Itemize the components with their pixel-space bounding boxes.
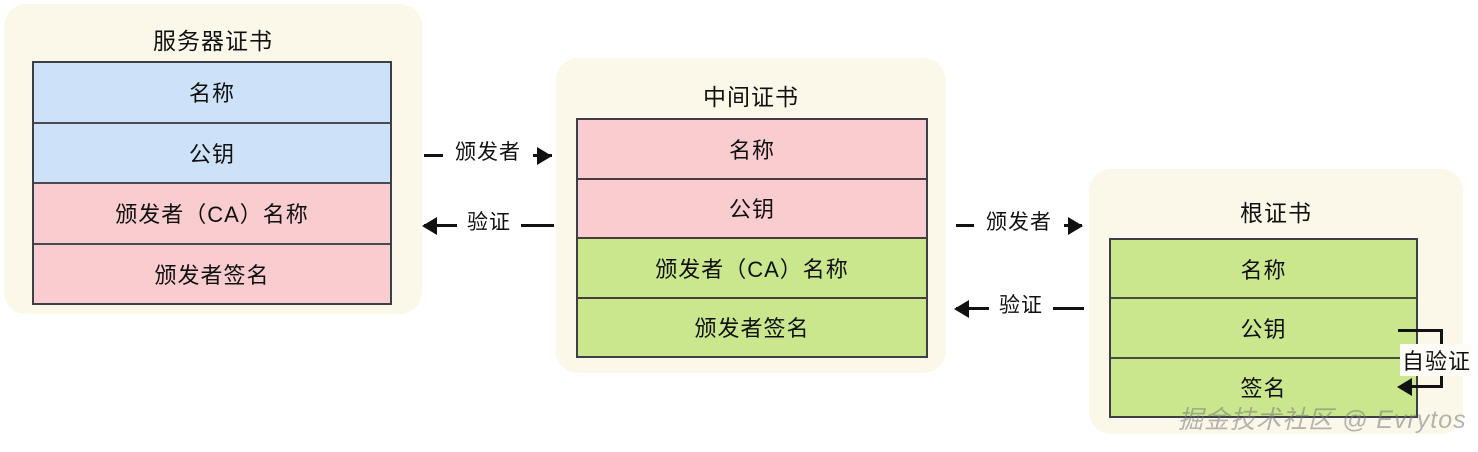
cert-row-name: 名称 xyxy=(34,63,390,124)
cert-row-public-key: 公钥 xyxy=(1111,299,1416,359)
arrow-right-icon xyxy=(537,147,552,165)
cert-row-label: 签名 xyxy=(1240,376,1287,402)
loop-segment-top xyxy=(1398,329,1443,332)
cert-row-label: 公钥 xyxy=(188,141,235,167)
cert-row-public-key: 公钥 xyxy=(578,179,926,239)
cert-row-label: 公钥 xyxy=(728,197,775,223)
card-title-server-certificate: 服务器证书 xyxy=(153,28,273,54)
cert-row-label: 名称 xyxy=(1240,257,1287,283)
connector-label: 验证 xyxy=(989,295,1053,316)
cert-row-issuer-name: 颁发者（CA）名称 xyxy=(578,239,926,299)
cert-row-label: 颁发者签名 xyxy=(694,316,810,342)
cert-row-issuer-name: 颁发者（CA）名称 xyxy=(34,184,390,245)
cert-table-root-certificate: 名称 公钥 签名 xyxy=(1109,238,1418,418)
connector-label: 颁发者 xyxy=(974,212,1064,233)
cert-row-issuer-signature: 颁发者签名 xyxy=(578,298,926,356)
loop-segment-bottom xyxy=(1412,385,1443,388)
cert-row-label: 名称 xyxy=(188,81,235,107)
cert-row-label: 颁发者（CA）名称 xyxy=(115,202,309,228)
cert-row-label: 名称 xyxy=(728,137,775,163)
cert-table-server-certificate: 名称 公钥 颁发者（CA）名称 颁发者签名 xyxy=(32,61,392,305)
card-intermediate-certificate: 中间证书 名称 公钥 颁发者（CA）名称 颁发者签名 xyxy=(556,58,946,373)
arrow-left-icon xyxy=(1397,378,1412,396)
arrow-right-icon xyxy=(1068,217,1083,235)
arrow-left-icon xyxy=(954,300,969,318)
cert-row-name: 名称 xyxy=(1111,240,1416,300)
connector-label: 颁发者 xyxy=(443,142,533,163)
cert-row-issuer-signature: 颁发者签名 xyxy=(34,244,390,303)
cert-table-intermediate-certificate: 名称 公钥 颁发者（CA）名称 颁发者签名 xyxy=(576,118,928,358)
card-title-root-certificate: 根证书 xyxy=(1240,200,1312,226)
cert-row-signature: 签名 xyxy=(1111,358,1416,416)
card-server-certificate: 服务器证书 名称 公钥 颁发者（CA）名称 颁发者签名 xyxy=(4,4,422,314)
arrow-left-icon xyxy=(422,217,437,235)
connector-label: 验证 xyxy=(457,212,521,233)
cert-row-label: 颁发者（CA）名称 xyxy=(655,256,849,282)
cert-row-label: 颁发者签名 xyxy=(154,262,270,288)
card-title-intermediate-certificate: 中间证书 xyxy=(703,84,799,110)
cert-row-public-key: 公钥 xyxy=(34,123,390,184)
cert-row-label: 公钥 xyxy=(1240,316,1287,342)
card-root-certificate: 根证书 名称 公钥 签名 xyxy=(1089,169,1463,434)
cert-row-name: 名称 xyxy=(578,120,926,180)
self-verify-label: 自验证 xyxy=(1400,344,1474,376)
